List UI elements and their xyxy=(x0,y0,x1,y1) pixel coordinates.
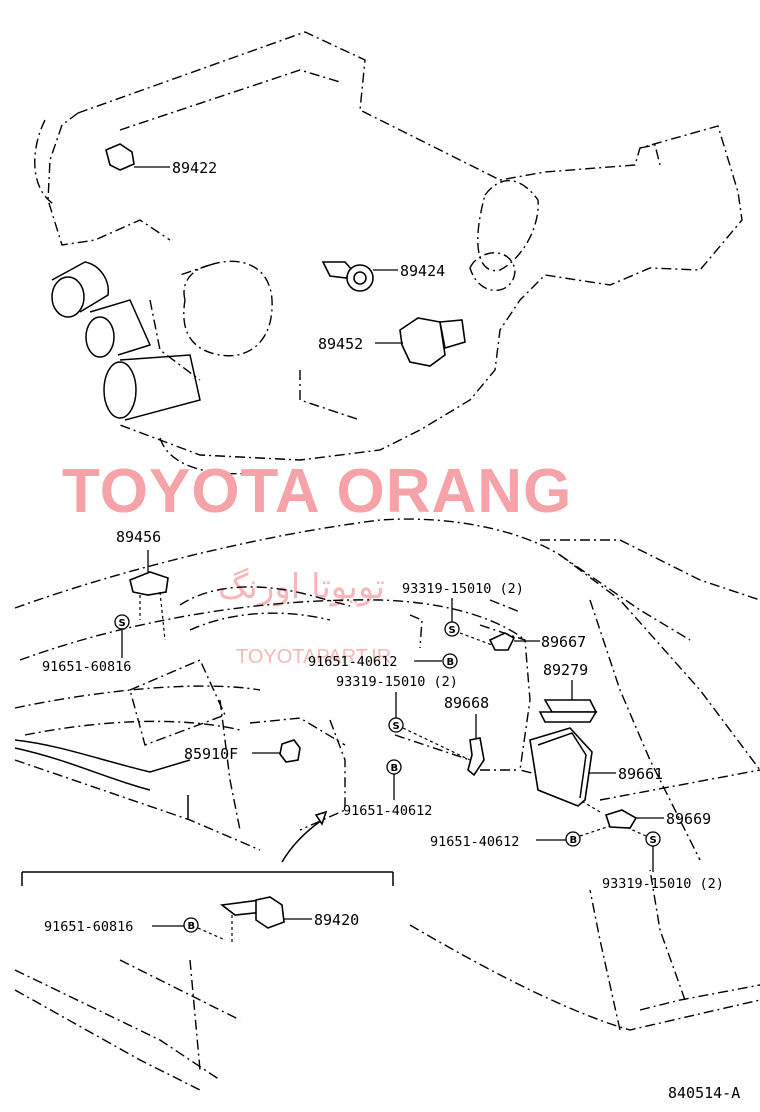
svg-text:S: S xyxy=(650,835,657,846)
svg-text:B: B xyxy=(188,921,196,932)
label-89667: 89667 xyxy=(541,633,586,651)
symbol-s-1: S xyxy=(114,614,130,658)
watermark-url: TOYOTAPART.IR xyxy=(236,646,391,668)
relay-85910f[interactable] xyxy=(252,739,301,763)
bracket-89669[interactable] xyxy=(579,799,664,829)
bracket-89667[interactable] xyxy=(459,632,540,651)
label-91651-40612-b: 91651-40612 xyxy=(343,803,432,819)
label-93319-15010-a: 93319-15010 (2) xyxy=(402,581,524,597)
label-89452: 89452 xyxy=(318,335,363,353)
engine-outline xyxy=(34,31,743,475)
sensor-89420[interactable] xyxy=(219,896,312,945)
label-91651-60816-a: 91651-60816 xyxy=(42,659,131,675)
svg-text:B: B xyxy=(570,835,578,846)
symbol-s-3: S xyxy=(388,692,471,761)
label-89424: 89424 xyxy=(400,262,445,280)
label-89422: 89422 xyxy=(172,159,217,177)
symbol-b-1: B xyxy=(414,653,458,669)
svg-text:B: B xyxy=(447,657,455,668)
vehicle-body-outline xyxy=(14,518,760,1091)
symbol-s-4: S xyxy=(627,827,661,872)
sensor-89456[interactable] xyxy=(129,550,169,641)
inset-frame xyxy=(21,871,394,886)
symbol-s-2: S xyxy=(444,598,460,637)
sensor-89424[interactable] xyxy=(321,261,398,292)
label-89668: 89668 xyxy=(444,694,489,712)
label-91651-60816-b: 91651-60816 xyxy=(44,919,133,935)
label-91651-40612-a: 91651-40612 xyxy=(308,654,397,670)
ecu-89661[interactable] xyxy=(529,727,616,807)
diagram-id: 840514-A xyxy=(668,1084,740,1102)
symbol-b-3: B xyxy=(536,825,611,847)
label-89661: 89661 xyxy=(618,765,663,783)
symbol-b-2: B xyxy=(386,759,402,800)
label-93319-15010-b: 93319-15010 (2) xyxy=(336,674,458,690)
svg-text:S: S xyxy=(119,618,126,629)
label-89279: 89279 xyxy=(543,661,588,679)
sensor-89422[interactable] xyxy=(105,143,170,171)
symbol-b-4: B xyxy=(152,917,226,941)
svg-text:S: S xyxy=(393,721,400,732)
watermark-main: TOYOTA ORANG xyxy=(62,457,572,526)
bracket-89668[interactable] xyxy=(467,714,485,777)
label-89420: 89420 xyxy=(314,911,359,929)
label-91651-40612-c: 91651-40612 xyxy=(430,834,519,850)
svg-text:B: B xyxy=(391,763,399,774)
sensor-89452[interactable] xyxy=(375,317,466,367)
label-93319-15010-c: 93319-15010 (2) xyxy=(602,876,724,892)
cover-89279[interactable] xyxy=(538,680,598,723)
label-89669: 89669 xyxy=(666,810,711,828)
label-89456: 89456 xyxy=(116,528,161,546)
svg-text:S: S xyxy=(449,625,456,636)
label-85910f: 85910F xyxy=(184,745,238,763)
inset-arrow xyxy=(281,810,328,863)
